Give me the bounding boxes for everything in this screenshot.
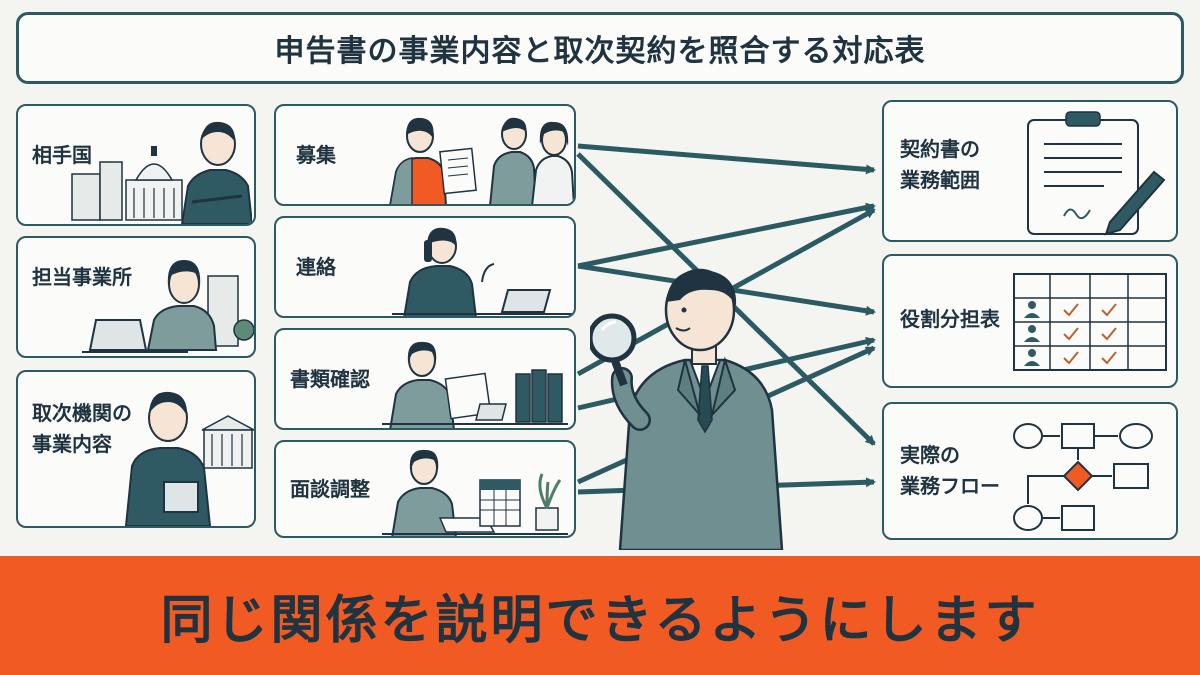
- card-country: 相手国: [16, 104, 256, 226]
- connector-arrow-recruit-scope: [577, 143, 876, 175]
- phone-call-illustration: [392, 227, 572, 316]
- card-contact: 連絡: [274, 216, 576, 318]
- card-label: 書類確認: [290, 367, 370, 391]
- document-review-illustration: [382, 341, 568, 428]
- card-label: 担当事業所: [32, 265, 132, 289]
- card-scope: 契約書の 業務範囲: [882, 100, 1178, 242]
- office-worker-illustration: [82, 260, 254, 353]
- card-office: 担当事業所: [16, 236, 256, 358]
- footer-message: 同じ関係を説明できるようにします: [160, 591, 1040, 651]
- card-interview: 面談調整: [274, 440, 576, 538]
- card-flow: 実際の 業務フロー: [882, 402, 1178, 540]
- role-table-illustration: [1013, 273, 1167, 371]
- connector-arrow-contact-scope: [577, 202, 876, 269]
- capitol-building-illustration: [71, 121, 252, 224]
- card-label: 契約書の 業務範囲: [900, 137, 980, 192]
- title-box: 申告書の事業内容と取次契約を照合する対応表: [16, 12, 1184, 84]
- card-label: 募集: [296, 143, 336, 167]
- card-label: 連絡: [296, 255, 336, 279]
- page-title: 申告書の事業内容と取次契約を照合する対応表: [274, 34, 926, 69]
- card-docs: 書類確認: [274, 328, 576, 430]
- card-label: 実際の 業務フロー: [900, 443, 1000, 498]
- agency-staff-illustration: [124, 391, 254, 526]
- card-recruit: 募集: [274, 104, 576, 206]
- footer-banner: 同じ関係を説明できるようにします: [0, 556, 1200, 675]
- recruitment-illustration: [389, 117, 574, 204]
- card-label: 役割分担表: [900, 307, 1000, 331]
- contract-clipboard-illustration: [1027, 111, 1166, 236]
- workflow-chart-illustration: [1013, 423, 1153, 531]
- inspector-figure: [590, 268, 784, 550]
- card-label: 面談調整: [290, 477, 370, 501]
- card-label: 相手国: [32, 143, 92, 167]
- card-label: 取次機関の 事業内容: [32, 401, 132, 456]
- card-roles: 役割分担表: [882, 254, 1178, 388]
- scheduling-illustration: [382, 449, 568, 536]
- card-agency: 取次機関の 事業内容: [16, 370, 256, 528]
